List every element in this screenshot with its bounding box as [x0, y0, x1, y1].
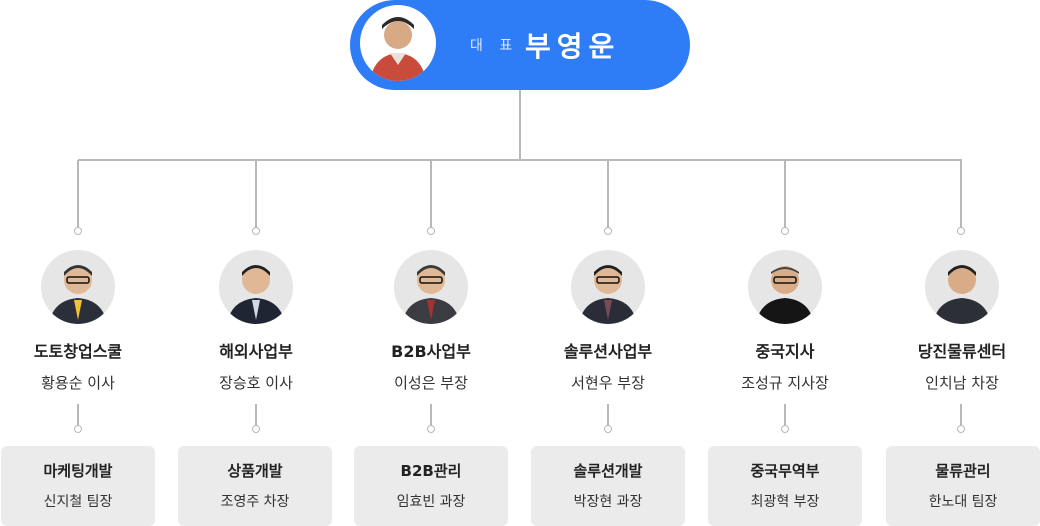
team-lead: 최광혁 부장: [750, 494, 820, 510]
connector-line: [77, 160, 79, 228]
department-name: 중국지사: [755, 342, 815, 361]
person-icon: [49, 265, 107, 324]
ceo-name: 부영운: [525, 30, 621, 63]
avatar: [41, 250, 115, 324]
team-lead: 임효빈 과장: [396, 494, 466, 510]
person-icon: [579, 265, 637, 324]
ceo-card: 대 표 부영운: [350, 0, 690, 90]
department-name: 당진물류센터: [917, 342, 1007, 361]
avatar: [394, 250, 468, 324]
team-box: 물류관리 한노대 팀장: [886, 446, 1040, 526]
connector-dot: [73, 227, 82, 235]
connector-line: [430, 404, 432, 426]
connector-line: [784, 160, 786, 228]
connector-dot: [251, 425, 260, 433]
team-box: 솔루션개발 박장현 과장: [531, 446, 685, 526]
connector-dot: [780, 227, 789, 235]
department-name: 해외사업부: [219, 342, 293, 361]
connector-dot: [780, 425, 789, 433]
department-name: B2B사업부: [391, 342, 471, 361]
connector-dot: [603, 227, 612, 235]
team-lead: 박장현 과장: [573, 494, 643, 510]
department-head: 인치남 차장: [925, 374, 999, 392]
department-head: 서현우 부장: [571, 374, 645, 392]
team-lead: 조영주 차장: [220, 494, 290, 510]
department-head: 황용순 이사: [41, 374, 115, 392]
ceo-avatar: [360, 5, 436, 81]
team-name: 솔루션개발: [573, 462, 643, 480]
team-box: 중국무역부 최광혁 부장: [708, 446, 862, 526]
department-name: 솔루션사업부: [563, 342, 653, 361]
connector-line: [607, 404, 609, 426]
department-column: 해외사업부 장승호 이사: [178, 250, 334, 393]
connector-dot: [956, 425, 965, 433]
team-lead: 신지철 팀장: [43, 494, 113, 510]
avatar: [219, 250, 293, 324]
avatar: [571, 250, 645, 324]
person-icon: [756, 266, 814, 324]
connector-line: [960, 404, 962, 426]
connector-dot: [603, 425, 612, 433]
team-name: 중국무역부: [750, 462, 820, 480]
department-column: 솔루션사업부 서현우 부장: [530, 250, 686, 393]
team-box: B2B관리 임효빈 과장: [354, 446, 508, 526]
connector-line: [784, 404, 786, 426]
connector-dot: [73, 425, 82, 433]
department-head: 조성규 지사장: [741, 374, 829, 392]
team-box: 상품개발 조영주 차장: [178, 446, 332, 526]
trunk-line: [519, 90, 521, 160]
connector-dot: [426, 227, 435, 235]
department-column: 중국지사 조성규 지사장: [707, 250, 863, 393]
connector-dot: [426, 425, 435, 433]
department-head: 이성은 부장: [394, 374, 468, 392]
department-column: B2B사업부 이성은 부장: [353, 250, 509, 393]
department-column: 당진물류센터 인치남 차장: [884, 250, 1040, 393]
person-icon: [402, 265, 460, 324]
connector-dot: [956, 227, 965, 235]
person-icon: [933, 265, 991, 324]
department-name: 도토창업스쿨: [33, 342, 123, 361]
connector-line: [255, 404, 257, 426]
department-column: 도토창업스쿨 황용순 이사: [0, 250, 156, 393]
avatar: [748, 250, 822, 324]
avatar: [925, 250, 999, 324]
bus-line: [78, 159, 962, 161]
connector-line: [607, 160, 609, 228]
connector-line: [430, 160, 432, 228]
person-icon: [227, 265, 285, 324]
connector-dot: [251, 227, 260, 235]
ceo-title: 대 표: [470, 38, 519, 54]
connector-line: [255, 160, 257, 228]
connector-line: [960, 160, 962, 228]
team-name: 물류관리: [935, 462, 991, 480]
team-name: 마케팅개발: [43, 462, 113, 480]
team-lead: 한노대 팀장: [928, 494, 998, 510]
team-name: 상품개발: [227, 462, 283, 480]
connector-line: [77, 404, 79, 426]
department-head: 장승호 이사: [219, 374, 293, 392]
team-name: B2B관리: [400, 462, 462, 480]
team-box: 마케팅개발 신지철 팀장: [1, 446, 155, 526]
person-icon: [370, 17, 426, 81]
